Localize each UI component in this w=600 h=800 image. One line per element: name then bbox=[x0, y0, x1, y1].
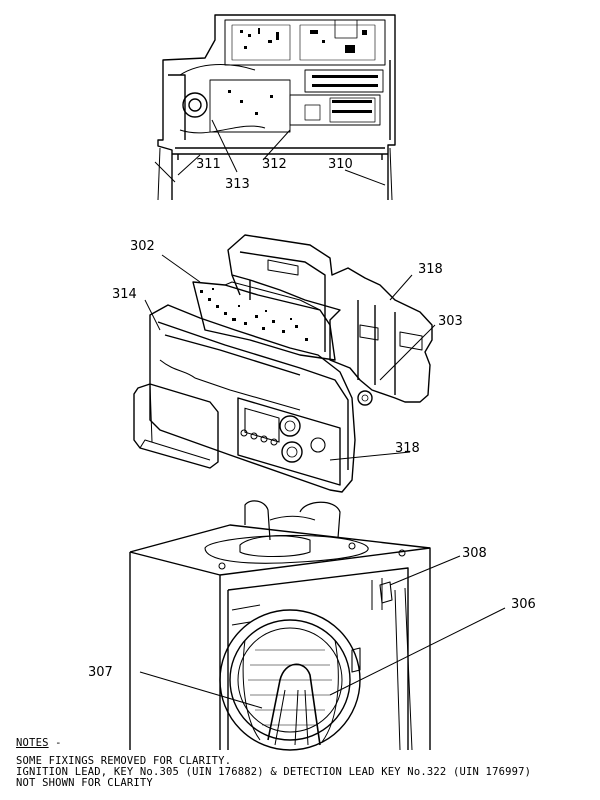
callouts: 311 313 312 310 302 318 314 303 318 308 … bbox=[88, 157, 536, 680]
callout-306: 306 bbox=[511, 597, 536, 612]
callout-307: 307 bbox=[88, 665, 113, 680]
notes-heading-row: NOTES - bbox=[16, 738, 586, 749]
burner-hatching bbox=[248, 649, 332, 726]
notes-block: NOTES - SOME FIXINGS REMOVED FOR CLARITY… bbox=[16, 738, 586, 789]
rear-cover-318 bbox=[227, 234, 433, 403]
callout-308: 308 bbox=[462, 546, 487, 561]
burner-assembly bbox=[219, 578, 413, 751]
callout-311: 311 bbox=[196, 157, 221, 172]
callout-303: 303 bbox=[438, 314, 463, 329]
boiler-casing bbox=[129, 500, 431, 750]
callout-318-upper: 318 bbox=[418, 262, 443, 277]
control-box-top-view bbox=[157, 14, 396, 201]
callout-312: 312 bbox=[262, 157, 287, 172]
front-fascia-314 bbox=[149, 304, 373, 493]
notes-heading: NOTES bbox=[16, 737, 49, 749]
callout-313: 313 bbox=[225, 177, 250, 192]
door-flap bbox=[133, 383, 219, 469]
pcb-detail-top bbox=[228, 28, 378, 115]
callout-314: 314 bbox=[112, 287, 137, 302]
notes-line-2: IGNITION LEAD, KEY No.305 (UIN 176882) &… bbox=[16, 766, 532, 778]
pcb-302 bbox=[192, 281, 336, 361]
leader-lines bbox=[139, 119, 506, 709]
notes-dash: - bbox=[48, 737, 62, 749]
notes-line-1: SOME FIXINGS REMOVED FOR CLARITY. bbox=[16, 755, 232, 767]
notes-line-3: NOT SHOWN FOR CLARITY bbox=[16, 777, 153, 789]
callout-310: 310 bbox=[328, 157, 353, 172]
callout-302: 302 bbox=[130, 239, 155, 254]
callout-318-lower: 318 bbox=[395, 441, 420, 456]
pcb-detail-302 bbox=[200, 288, 308, 341]
